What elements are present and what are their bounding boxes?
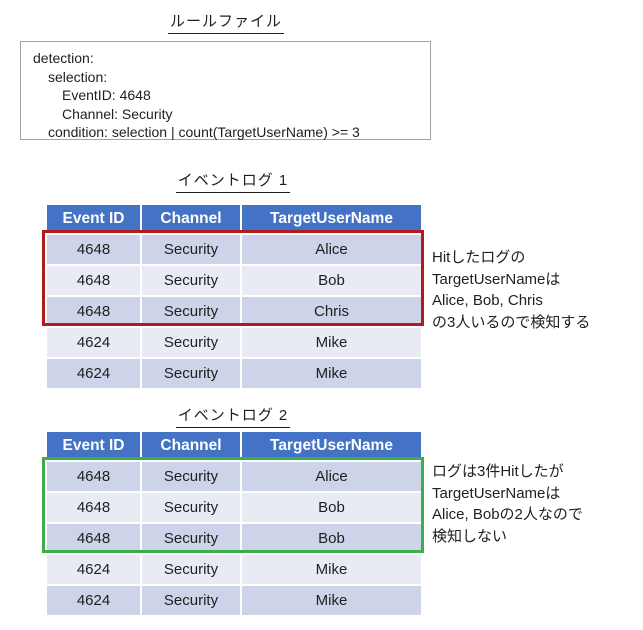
table-cell: Security [140, 264, 242, 297]
table-row: 4648 Security Alice [45, 233, 423, 266]
event-log-2-heading-text: イベントログ 2 [175, 404, 291, 428]
table-cell: Security [140, 295, 242, 328]
table-cell: 4624 [45, 357, 142, 390]
header-cell-channel: Channel [140, 430, 242, 462]
header-cell-event-id: Event ID [45, 203, 142, 235]
table-cell: Alice [240, 460, 423, 493]
table-cell: 4648 [45, 491, 142, 524]
table-row: 4624 Security Mike [45, 553, 423, 586]
table-cell: Security [140, 357, 242, 390]
annotation-detected: Hitしたログの TargetUserNameは Alice, Bob, Chr… [432, 249, 591, 331]
table-cell: Security [140, 584, 242, 617]
table-cell: Bob [240, 264, 423, 297]
table-cell: 4624 [45, 326, 142, 359]
table-cell: Mike [240, 357, 423, 390]
table-row: 4648 Security Chris [45, 295, 423, 328]
header-cell-channel: Channel [140, 203, 242, 235]
rule-line-channel: Channel: Security [62, 105, 173, 122]
table-cell: 4648 [45, 522, 142, 555]
table-row: 4624 Security Mike [45, 326, 423, 359]
rule-line-selection: selection: [48, 68, 108, 85]
table-cell: Bob [240, 522, 423, 555]
table-row: 4648 Security Bob [45, 491, 423, 524]
table-cell: 4648 [45, 264, 142, 297]
table-cell: Mike [240, 553, 423, 586]
event-log-2-table: Event ID Channel TargetUserName 4648 Sec… [45, 430, 423, 617]
table-row: 4648 Security Alice [45, 460, 423, 493]
event-log-2-table-container: Event ID Channel TargetUserName 4648 Sec… [42, 430, 424, 617]
table-cell: Security [140, 233, 242, 266]
table-cell: 4624 [45, 584, 142, 617]
event-log-1-heading: イベントログ 1 [0, 169, 466, 193]
table-row: 4648 Security Bob [45, 522, 423, 555]
table-cell: Mike [240, 584, 423, 617]
header-cell-targetusername: TargetUserName [240, 430, 423, 462]
table-cell: 4648 [45, 295, 142, 328]
rule-file-title-text: ルールファイル [167, 10, 284, 34]
table-header-row: Event ID Channel TargetUserName [45, 430, 423, 462]
table-cell: Chris [240, 295, 423, 328]
table-cell: Mike [240, 326, 423, 359]
table-cell: 4648 [45, 460, 142, 493]
table-cell: 4648 [45, 233, 142, 266]
rule-file-title: ルールファイル [0, 10, 452, 34]
table-cell: Security [140, 326, 242, 359]
event-log-1-table-container: Event ID Channel TargetUserName 4648 Sec… [42, 203, 424, 390]
event-log-1-heading-text: イベントログ 1 [175, 169, 291, 193]
table-cell: 4624 [45, 553, 142, 586]
table-cell: Security [140, 460, 242, 493]
table-row: 4624 Security Mike [45, 357, 423, 390]
rule-line-eventid: EventID: 4648 [62, 87, 151, 104]
table-cell: Security [140, 491, 242, 524]
header-cell-targetusername: TargetUserName [240, 203, 423, 235]
table-cell: Security [140, 553, 242, 586]
event-log-1-table: Event ID Channel TargetUserName 4648 Sec… [45, 203, 423, 390]
table-row: 4624 Security Mike [45, 584, 423, 617]
rule-file-box: detection: selection: EventID: 4648 Chan… [20, 41, 431, 140]
rule-line-detection: detection: [33, 50, 94, 66]
table-cell: Security [140, 522, 242, 555]
table-cell: Bob [240, 491, 423, 524]
table-cell: Alice [240, 233, 423, 266]
event-log-2-heading: イベントログ 2 [0, 404, 466, 428]
table-row: 4648 Security Bob [45, 264, 423, 297]
rule-line-condition: condition: selection | count(TargetUserN… [48, 124, 360, 141]
header-cell-event-id: Event ID [45, 430, 142, 462]
table-header-row: Event ID Channel TargetUserName [45, 203, 423, 235]
annotation-not-detected: ログは3件Hitしたが TargetUserNameは Alice, Bobの2… [432, 463, 583, 545]
